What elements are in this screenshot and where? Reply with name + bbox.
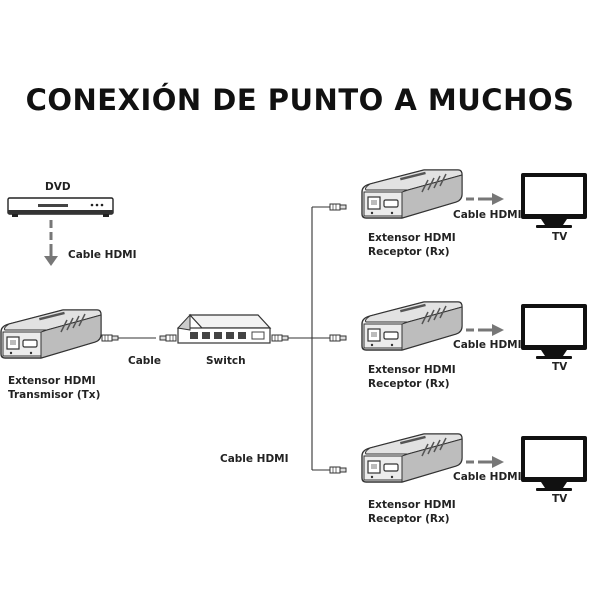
tv-2 [521,304,587,359]
branch-cable-3 [312,466,347,474]
receiver-device-3 [361,433,463,483]
receiver-device-1 [361,169,463,219]
tx-label-line2: Transmisor (Tx) [8,389,100,401]
rx1-label-line1: Extensor HDMI [368,232,456,244]
tv1-label: TV [552,231,568,243]
tv3-label: TV [552,493,568,505]
switch-label: Switch [206,355,246,367]
rx2-label-line2: Receptor (Rx) [368,378,450,390]
branch-cable-2 [312,334,347,342]
cable-label: Cable [128,355,161,367]
rx3-label-line2: Receptor (Rx) [368,513,450,525]
switch-trunk-cable [271,334,312,342]
transmitter-device [0,309,102,359]
tv-1 [521,173,587,228]
rx2-to-tv-arrow [466,324,504,336]
receiver-device-2 [361,301,463,351]
rx1-cable-label: Cable HDMI [453,209,522,221]
network-switch [177,313,272,344]
rx3-cable-label: Cable HDMI [453,471,522,483]
diagram-title: CONEXIÓN DE PUNTO A MUCHOS [25,83,575,117]
dvd-player [7,197,114,217]
cable-hdmi-trunk-label: Cable HDMI [220,453,289,465]
rx3-to-tv-arrow [466,456,504,468]
branch-cable-1 [312,203,347,211]
rx3-label-line1: Extensor HDMI [368,499,456,511]
tx-switch-cable [101,334,177,342]
rx2-label-line1: Extensor HDMI [368,364,456,376]
dvd-to-tx-arrow [44,220,58,266]
rx2-cable-label: Cable HDMI [453,339,522,351]
tv-3 [521,436,587,491]
tv2-label: TV [552,361,568,373]
rx1-label-line2: Receptor (Rx) [368,246,450,258]
tx-label-line1: Extensor HDMI [8,375,96,387]
cable-hdmi-dvd-label: Cable HDMI [68,249,137,261]
dvd-label: DVD [45,181,71,193]
rx1-to-tv-arrow [466,193,504,205]
